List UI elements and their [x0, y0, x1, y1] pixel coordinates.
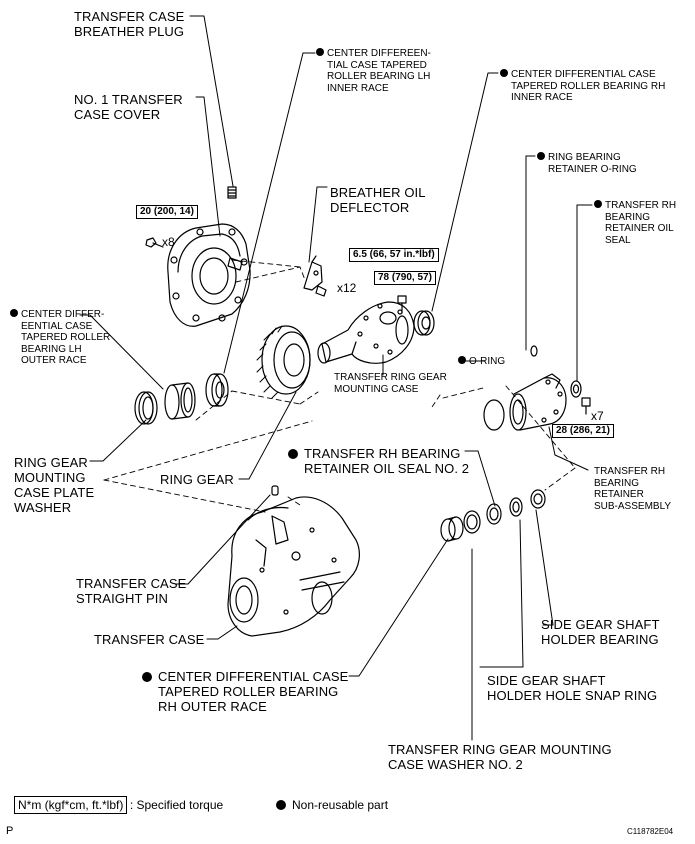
nonreusable-bullet-icon	[500, 69, 508, 77]
breather-plug	[227, 186, 237, 199]
torque-mounting-case-bolt: 78 (790, 57)	[374, 271, 436, 285]
nonreusable-bullet-icon	[10, 309, 18, 317]
torque-retainer-bolt: 28 (286, 21)	[552, 424, 614, 438]
small-o-ring	[530, 345, 538, 357]
leader-lines	[79, 15, 593, 741]
footer-page-mark: P	[6, 825, 14, 837]
torque-deflector-bolt: 6.5 (66, 57 in.*lbf)	[349, 248, 439, 262]
label-lh-inner-race: CENTER DIFFEREEN- TIAL CASE TAPERED ROLL…	[316, 48, 431, 94]
nonreusable-bullet-icon	[288, 449, 298, 459]
label-o-ring: O-RING	[458, 356, 505, 368]
footer-figure-id: C118782E04	[627, 827, 674, 836]
o-ring-art	[483, 399, 505, 431]
cover-bolt	[145, 237, 164, 248]
lh-inner-race-bearing	[205, 373, 229, 407]
legend-torque-box: N*m (kgf*cm, ft.*lbf)	[14, 796, 128, 814]
label-transfer-case: TRANSFER CASE	[94, 632, 205, 647]
torque-cover-bolt: 20 (200, 14)	[136, 205, 198, 219]
label-oil-seal-no2: TRANSFER RH BEARING RETAINER OIL SEAL NO…	[288, 446, 469, 476]
nonreusable-bullet-icon	[537, 152, 545, 160]
label-lh-outer-race: CENTER DIFFER- EENTIAL CASE TAPERED ROLL…	[10, 309, 110, 367]
nonreusable-bullet-icon	[276, 800, 286, 810]
rh-outer-race-chain	[440, 489, 546, 542]
plate-washer	[134, 391, 158, 425]
label-ring-gear: RING GEAR	[160, 472, 234, 487]
legend-torque-desc: : Specified torque	[129, 798, 224, 812]
legend-nonreusable-desc: Non-reusable part	[292, 798, 389, 812]
nonreusable-bullet-icon	[594, 200, 602, 208]
no1-transfer-case-cover	[167, 223, 251, 327]
legend-nonreusable: Non-reusable part	[276, 798, 388, 812]
straight-pin-art	[271, 485, 279, 496]
label-rh-outer-race: CENTER DIFFERENTIAL CASE TAPERED ROLLER …	[142, 669, 348, 714]
breather-oil-deflector	[303, 255, 327, 297]
label-rh-oil-seal: TRANSFER RH BEARING RETAINER OIL SEAL	[594, 200, 676, 246]
ring-gear-mounting-case	[317, 301, 415, 364]
retainer-bolt	[581, 397, 591, 415]
nonreusable-bullet-icon	[458, 356, 466, 364]
label-ring-bearing-oring: RING BEARING RETAINER O-RING	[537, 152, 637, 175]
multiplier-retainer: x7	[591, 409, 604, 423]
rh-bearing-retainer	[509, 373, 567, 431]
lh-outer-race	[164, 382, 196, 420]
label-rh-inner-race: CENTER DIFFERENTIAL CASE TAPERED ROLLER …	[500, 69, 665, 104]
multiplier-deflector: x12	[337, 281, 357, 295]
transfer-case-art	[227, 496, 360, 637]
retainer-oil-seal	[570, 380, 582, 398]
ring-gear-art	[256, 325, 311, 399]
rh-inner-race-bearing	[413, 310, 435, 336]
multiplier-cover: x8	[162, 235, 175, 249]
nonreusable-bullet-icon	[142, 672, 152, 682]
nonreusable-bullet-icon	[316, 48, 324, 56]
legend: N*m (kgf*cm, ft.*lbf) : Specified torque	[14, 796, 225, 814]
